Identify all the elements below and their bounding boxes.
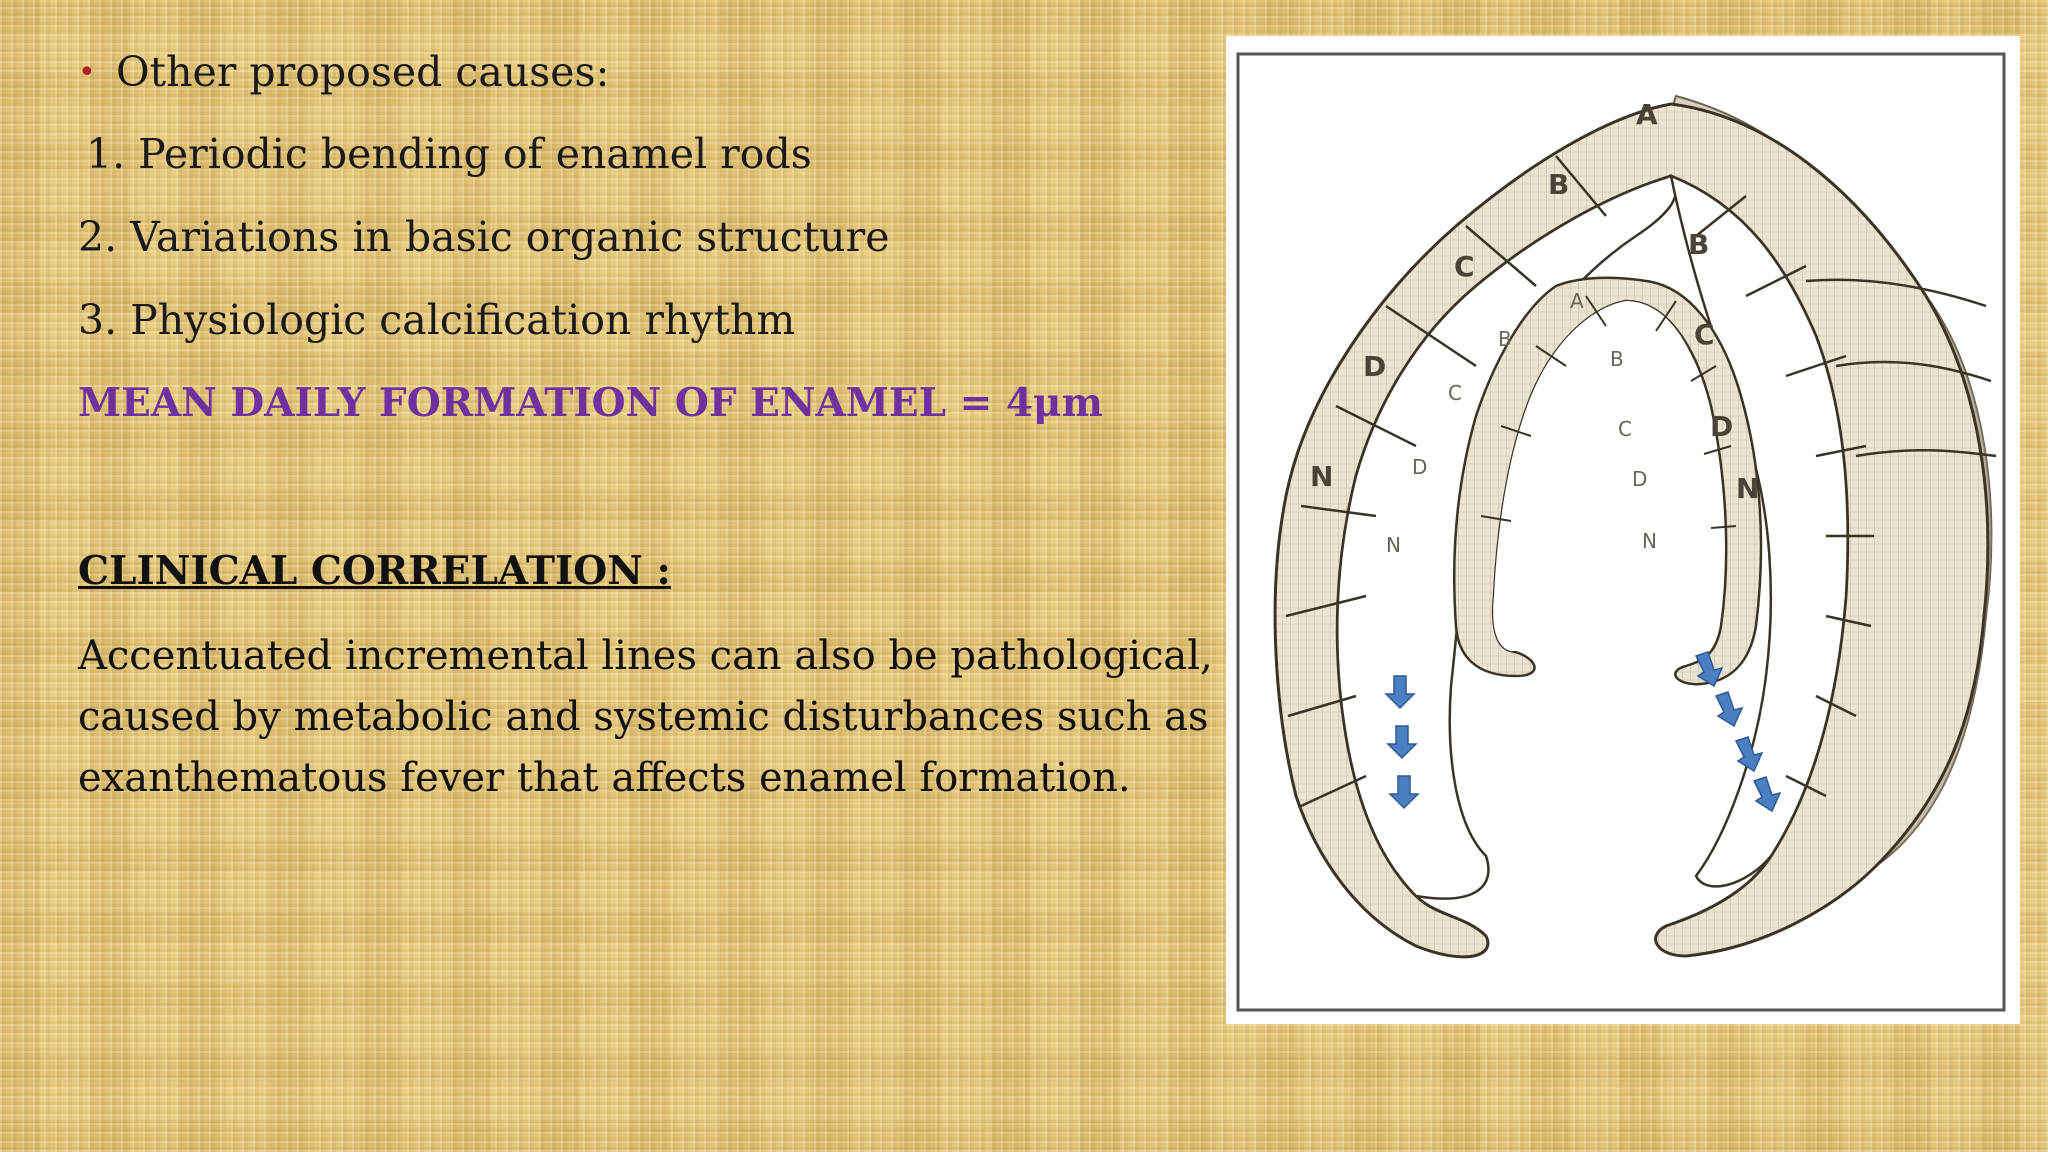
clinical-line-3: exanthematous fever that affects enamel …: [78, 755, 1131, 801]
outer-labels: A B C D N B C D N: [1310, 98, 1759, 505]
clinical-correlation-body: Accentuated incremental lines can also b…: [78, 626, 1213, 809]
arrow-down-icon: [1694, 651, 1724, 688]
label-inner-c-right: C: [1618, 417, 1632, 441]
mean-daily-formation: MEAN DAILY FORMATION OF ENAMEL = 4μm: [78, 380, 1103, 426]
label-inner-d-right: D: [1632, 467, 1647, 491]
arrow-down-icon: [1752, 776, 1782, 813]
arrow-down-icon: [1714, 691, 1744, 728]
label-outer-c-right: C: [1694, 318, 1715, 351]
arrow-down-icon: [1384, 675, 1416, 710]
label-outer-n-right: N: [1736, 472, 1759, 505]
bullet-text: Other proposed causes:: [116, 48, 610, 96]
label-outer-d-left: D: [1363, 350, 1386, 383]
arrow-down-icon: [1388, 775, 1420, 810]
outer-incremental-lines: [1285, 155, 1997, 808]
clinical-line-2: caused by metabolic and systemic disturb…: [78, 694, 1209, 740]
clinical-line-1: Accentuated incremental lines can also b…: [78, 633, 1213, 679]
growth-arrows: [1384, 651, 1782, 813]
bullet-dot-icon: •: [78, 55, 96, 90]
label-outer-a: A: [1636, 98, 1658, 131]
label-inner-b-left: B: [1498, 327, 1512, 351]
label-inner-c-left: C: [1448, 381, 1462, 405]
tooth-layers-diagram: A B C D N B C D N A B C D N B C D N: [1236, 52, 2006, 1012]
clinical-correlation-heading: CLINICAL CORRELATION :: [78, 548, 671, 594]
arrow-down-icon: [1386, 725, 1418, 760]
cause-item-3: 3. Physiologic calcification rhythm: [78, 296, 796, 344]
label-outer-c-left: C: [1454, 250, 1475, 283]
label-inner-a: A: [1570, 289, 1584, 313]
label-inner-n-right: N: [1642, 529, 1657, 553]
label-outer-d-right: D: [1710, 410, 1733, 443]
inner-labels: A B C D N B C D N: [1386, 289, 1657, 557]
label-outer-b-left: B: [1548, 168, 1569, 201]
bullet-item: • Other proposed causes:: [78, 48, 1158, 130]
arrow-down-icon: [1734, 736, 1764, 773]
label-outer-b-right: B: [1688, 228, 1709, 261]
cause-item-2: 2. Variations in basic organic structure: [78, 213, 890, 261]
label-inner-d-left: D: [1412, 455, 1427, 479]
label-outer-n-left: N: [1310, 460, 1333, 493]
slide-text: • Other proposed causes: 1. Periodic bend…: [78, 48, 1158, 427]
label-inner-b-right: B: [1610, 347, 1624, 371]
label-inner-n-left: N: [1386, 533, 1401, 557]
cause-item-1: 1. Periodic bending of enamel rods: [86, 130, 812, 178]
inner-incremental-lines: [1480, 295, 1737, 529]
inner-pulp: [1493, 301, 1724, 651]
enamel-incremental-diagram: A B C D N B C D N A B C D N B C D N: [1226, 36, 2020, 1024]
